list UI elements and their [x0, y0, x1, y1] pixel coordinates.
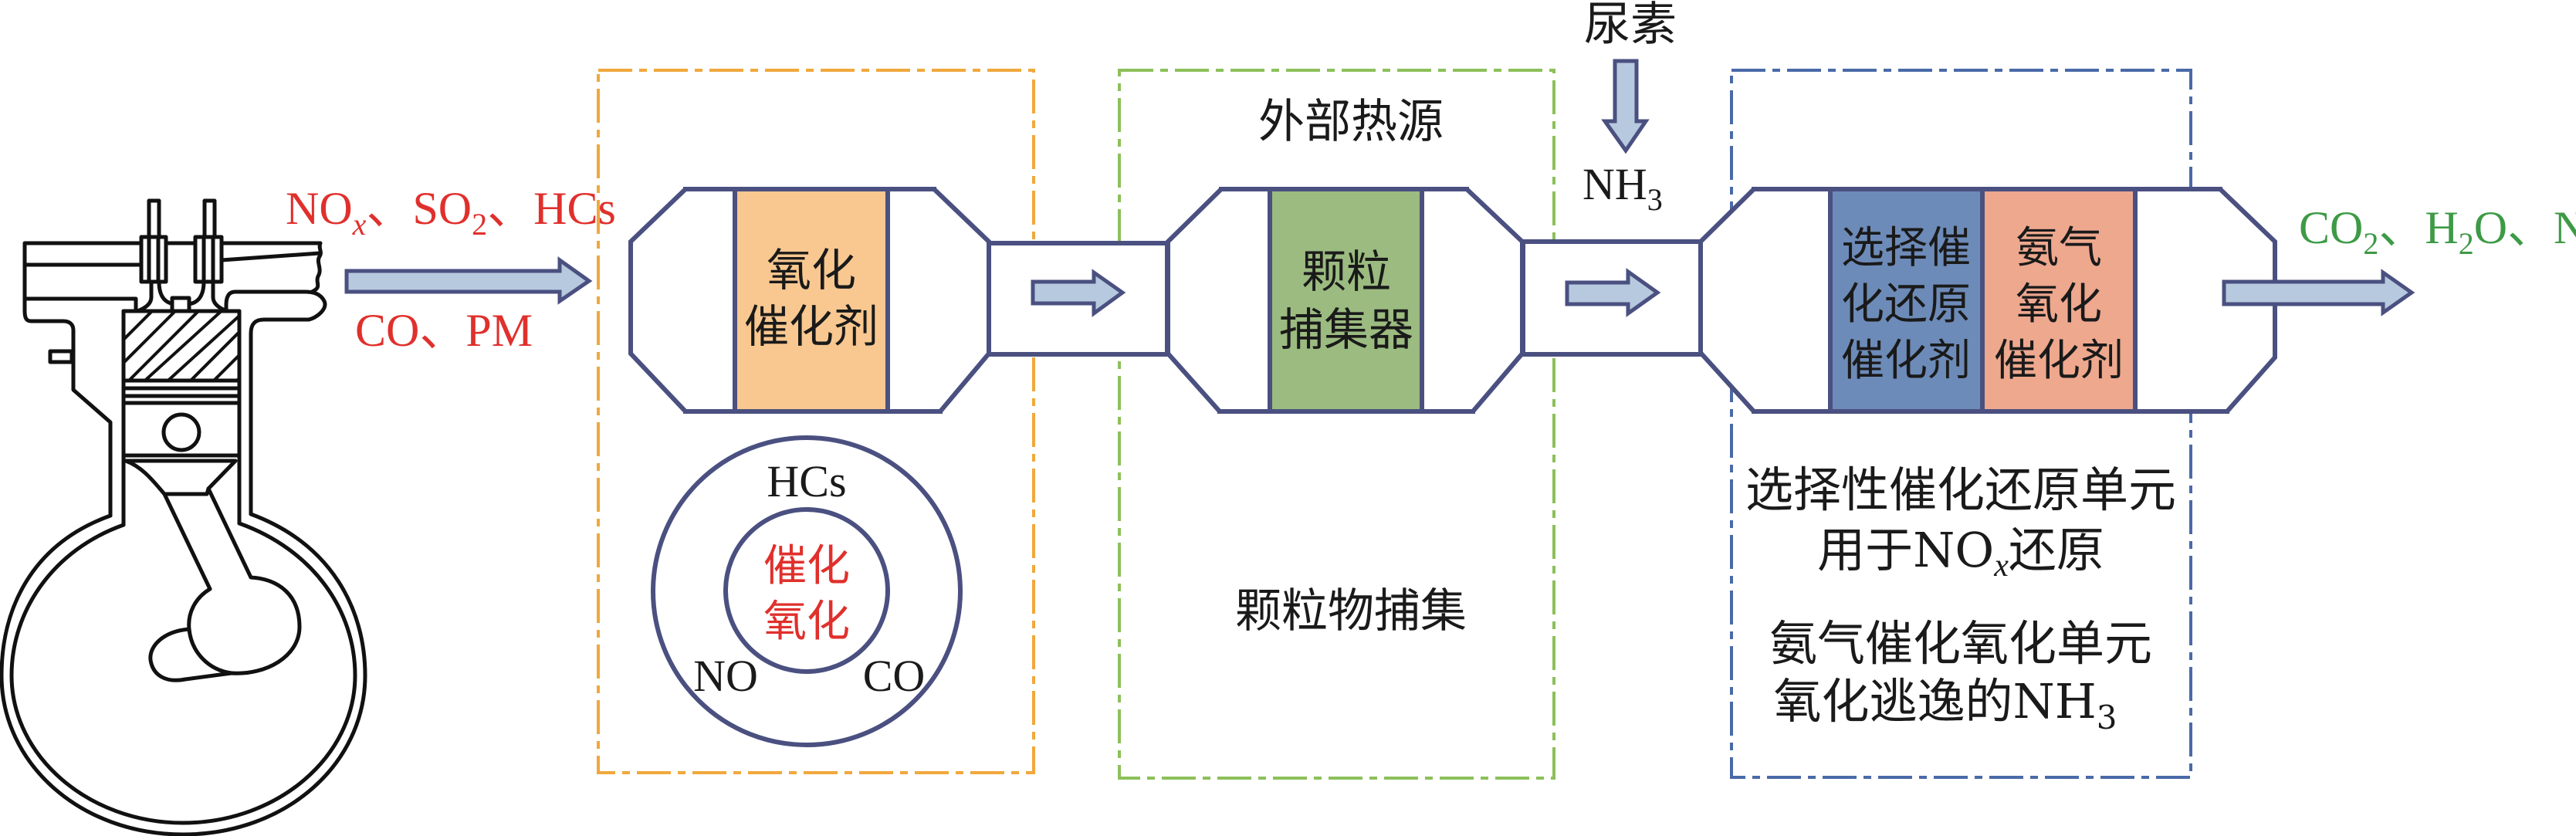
dpf-filter — [1270, 189, 1422, 411]
dpf-description: 颗粒物捕集 — [1235, 584, 1467, 638]
valve-guide-left — [139, 235, 168, 284]
asc-label-1: 氨气 — [2016, 223, 2102, 273]
inlet-gases-line1: NOx、SO2、HCs — [286, 183, 616, 242]
connecting-rod — [124, 459, 302, 682]
urea-down-arrow — [1601, 59, 1650, 154]
reaction-inner-ring — [723, 507, 890, 674]
reaction-inner-label-1: 催化 — [763, 541, 850, 591]
cylinder-wall-right-outer — [224, 289, 327, 516]
outlet-arrow — [2222, 269, 2415, 316]
reaction-co-label: CO — [863, 651, 926, 701]
inlet-section: NOx、SO2、HCs CO、PM — [286, 183, 616, 356]
doc-catalyst-label-2: 催化剂 — [744, 300, 878, 353]
piston-hatch — [125, 313, 238, 381]
dpf-unit: 外部热源 颗粒 捕集器 颗粒物捕集 — [1166, 95, 1525, 638]
cylinder-head-top — [23, 241, 323, 294]
scr-asc-unit: 选择催 化还原 催化剂 氨气 氧化 催化剂 选择性催化还原单元 用于NOx还原 … — [1698, 187, 2277, 736]
head-lower-left — [23, 296, 138, 313]
piston-pin — [161, 412, 201, 452]
scr-label-3: 催化剂 — [1841, 336, 1971, 386]
cylinder-wall-left-outer — [22, 241, 113, 518]
scr-label-2: 化还原 — [1841, 279, 1971, 330]
arrow-dpf-to-scr — [1565, 268, 1661, 317]
asc-description-2: 氧化逃逸的NH3 — [1773, 673, 2117, 736]
crankcase-inner — [9, 521, 357, 825]
doc-unit: 氧化 催化剂 — [628, 187, 991, 414]
reaction-outer-ring — [651, 435, 963, 747]
heat-source-label: 外部热源 — [1258, 95, 1444, 149]
scr-description-1: 选择性催化还原单元 — [1745, 462, 2176, 518]
engine-illustration — [0, 198, 367, 836]
doc-catalyst-label-1: 氧化 — [767, 244, 856, 296]
asc-label-3: 催化剂 — [1994, 336, 2124, 386]
asc-description-1: 氨气催化氧化单元 — [1769, 615, 2152, 672]
dpf-zone-border — [1118, 69, 1555, 780]
nh3-label: NH3 — [1582, 159, 1663, 217]
spark-injector — [170, 296, 191, 313]
inlet-arrow — [344, 256, 593, 305]
arrow-doc-to-dpf — [1031, 269, 1126, 317]
asc-label-2: 氧化 — [2016, 279, 2102, 330]
valve-guide-right — [193, 235, 224, 284]
engine-bolt — [48, 349, 74, 364]
outlet-gases: CO2、H2O、N2 — [2299, 202, 2576, 261]
reaction-hcs-label: HCs — [767, 456, 846, 506]
doc-zone-border — [597, 69, 1035, 774]
scr-zone-border — [1730, 69, 2192, 779]
asc-catalyst — [1982, 189, 2135, 411]
crank-journal — [187, 627, 234, 675]
dpf-filter-label-2: 捕集器 — [1279, 303, 1413, 356]
inlet-gases-line2: CO、PM — [355, 305, 533, 356]
reaction-inner-label-2: 氧化 — [763, 597, 850, 647]
rod-small-end — [162, 486, 211, 496]
dpf-filter-label-1: 颗粒 — [1302, 245, 1391, 298]
urea-injection: 尿素 NH3 — [1582, 0, 1677, 217]
doc-reaction-diagram: HCs 催化 氧化 NO CO — [651, 435, 963, 747]
head-line-right — [219, 251, 322, 262]
urea-label: 尿素 — [1584, 0, 1677, 52]
scr-description-2: 用于NOx还原 — [1817, 522, 2104, 584]
doc-catalyst — [735, 189, 888, 411]
outlet-section: CO2、H2O、N2 — [2222, 202, 2576, 316]
crankcase-outer — [0, 512, 367, 836]
valve-stem-right — [202, 198, 217, 239]
scr-catalyst — [1830, 189, 1982, 411]
scr-label-1: 选择催 — [1841, 223, 1971, 273]
valve-stem-left — [147, 198, 161, 239]
reaction-no-label: NO — [693, 651, 758, 701]
